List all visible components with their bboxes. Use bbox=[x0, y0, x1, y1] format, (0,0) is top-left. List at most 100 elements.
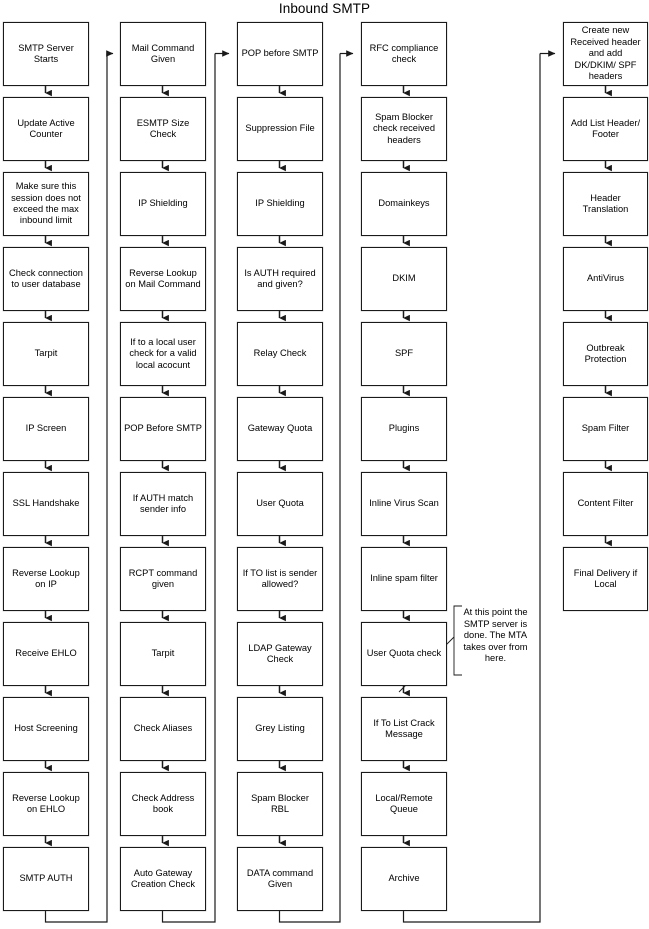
node-label: Check connection to user database bbox=[9, 267, 83, 289]
node-col4-1[interactable]: Spam Blocker check received headers bbox=[361, 97, 447, 161]
node-col4-6[interactable]: Inline Virus Scan bbox=[361, 472, 447, 536]
node-col1-11[interactable]: SMTP AUTH bbox=[3, 847, 89, 911]
node-col1-5[interactable]: IP Screen bbox=[3, 397, 89, 461]
node-label: Check Address book bbox=[131, 792, 195, 814]
node-label: Add List Header/ Footer bbox=[570, 117, 641, 139]
node-col1-2[interactable]: Make sure this session does not exceed t… bbox=[3, 172, 89, 236]
node-col4-10[interactable]: Local/Remote Queue bbox=[361, 772, 447, 836]
node-col1-9[interactable]: Host Screening bbox=[3, 697, 89, 761]
node-label: Domainkeys bbox=[378, 198, 430, 209]
node-label: Inline spam filter bbox=[370, 573, 438, 584]
node-col3-10[interactable]: Spam Blocker RBL bbox=[237, 772, 323, 836]
node-col2-1[interactable]: ESMTP Size Check bbox=[120, 97, 206, 161]
node-label: LDAP Gateway Check bbox=[248, 642, 312, 664]
node-label: Make sure this session does not exceed t… bbox=[11, 181, 81, 226]
node-col3-0[interactable]: POP before SMTP bbox=[237, 22, 323, 86]
node-col2-8[interactable]: Tarpit bbox=[120, 622, 206, 686]
node-col1-6[interactable]: SSL Handshake bbox=[3, 472, 89, 536]
node-label: Final Delivery if Local bbox=[573, 567, 638, 589]
node-col5-4[interactable]: Outbreak Protection bbox=[563, 322, 648, 386]
node-label: Outbreak Protection bbox=[584, 342, 627, 364]
node-label: ESMTP Size Check bbox=[136, 117, 190, 139]
node-col3-9[interactable]: Grey Listing bbox=[237, 697, 323, 761]
node-label: RFC compliance check bbox=[369, 42, 439, 64]
column-wrap-connectors bbox=[44, 50, 556, 923]
node-col2-0[interactable]: Mail Command Given bbox=[120, 22, 206, 86]
node-col2-5[interactable]: POP Before SMTP bbox=[120, 397, 206, 461]
node-label: AntiVirus bbox=[586, 273, 625, 284]
node-label: POP before SMTP bbox=[241, 48, 319, 59]
node-col4-11[interactable]: Archive bbox=[361, 847, 447, 911]
node-label: Gateway Quota bbox=[247, 423, 313, 434]
page-title: Inbound SMTP bbox=[278, 1, 371, 16]
node-connectors bbox=[44, 85, 612, 847]
node-label: RCPT command given bbox=[128, 567, 198, 589]
node-col2-9[interactable]: Check Aliases bbox=[120, 697, 206, 761]
node-label: User Quota check bbox=[366, 648, 442, 659]
node-label: Check Aliases bbox=[133, 723, 193, 734]
node-col1-0[interactable]: SMTP Server Starts bbox=[3, 22, 89, 86]
node-label: Local/Remote Queue bbox=[375, 792, 433, 814]
node-label: SMTP Server Starts bbox=[18, 42, 74, 64]
node-col5-6[interactable]: Content Filter bbox=[563, 472, 648, 536]
node-col5-7[interactable]: Final Delivery if Local bbox=[563, 547, 648, 611]
node-col4-9[interactable]: If To List Crack Message bbox=[361, 697, 447, 761]
node-label: Auto Gateway Creation Check bbox=[130, 867, 196, 889]
node-label: Suppression File bbox=[245, 123, 315, 134]
node-col3-11[interactable]: DATA command Given bbox=[237, 847, 323, 911]
node-col4-8[interactable]: User Quota check bbox=[361, 622, 447, 686]
node-col1-3[interactable]: Check connection to user database bbox=[3, 247, 89, 311]
node-label: Reverse Lookup on EHLO bbox=[12, 792, 80, 814]
node-col5-2[interactable]: Header Translation bbox=[563, 172, 648, 236]
node-col4-3[interactable]: DKIM bbox=[361, 247, 447, 311]
node-label: Reverse Lookup on IP bbox=[12, 567, 80, 589]
node-label: IP Shielding bbox=[255, 198, 305, 209]
node-label: Spam Blocker RBL bbox=[251, 792, 309, 814]
node-label: SSL Handshake bbox=[12, 498, 80, 509]
node-label: Receive EHLO bbox=[15, 648, 77, 659]
node-col5-0[interactable]: Create new Received header and add DK/DK… bbox=[563, 22, 648, 86]
node-col1-4[interactable]: Tarpit bbox=[3, 322, 89, 386]
node-label: If TO list is sender allowed? bbox=[242, 567, 318, 589]
node-label: IP Shielding bbox=[138, 198, 188, 209]
node-col3-3[interactable]: Is AUTH required and given? bbox=[237, 247, 323, 311]
node-col4-5[interactable]: Plugins bbox=[361, 397, 447, 461]
node-col4-0[interactable]: RFC compliance check bbox=[361, 22, 447, 86]
node-col3-2[interactable]: IP Shielding bbox=[237, 172, 323, 236]
node-col3-7[interactable]: If TO list is sender allowed? bbox=[237, 547, 323, 611]
node-label: User Quota bbox=[256, 498, 304, 509]
node-label: Host Screening bbox=[14, 723, 78, 734]
node-label: Spam Filter bbox=[581, 423, 630, 434]
node-col3-1[interactable]: Suppression File bbox=[237, 97, 323, 161]
node-col1-8[interactable]: Receive EHLO bbox=[3, 622, 89, 686]
node-col3-8[interactable]: LDAP Gateway Check bbox=[237, 622, 323, 686]
node-col2-4[interactable]: If to a local user check for a valid loc… bbox=[120, 322, 206, 386]
node-col4-4[interactable]: SPF bbox=[361, 322, 447, 386]
node-col2-10[interactable]: Check Address book bbox=[120, 772, 206, 836]
node-label: IP Screen bbox=[25, 423, 67, 434]
node-label: Archive bbox=[388, 873, 420, 884]
node-col4-7[interactable]: Inline spam filter bbox=[361, 547, 447, 611]
node-label: DKIM bbox=[392, 273, 416, 284]
node-col1-7[interactable]: Reverse Lookup on IP bbox=[3, 547, 89, 611]
annotation-text: At this point the SMTP server is done. T… bbox=[463, 607, 528, 664]
node-label: If to a local user check for a valid loc… bbox=[129, 336, 197, 370]
node-col5-3[interactable]: AntiVirus bbox=[563, 247, 648, 311]
node-col1-10[interactable]: Reverse Lookup on EHLO bbox=[3, 772, 89, 836]
node-label: If To List Crack Message bbox=[373, 717, 435, 739]
node-col2-3[interactable]: Reverse Lookup on Mail Command bbox=[120, 247, 206, 311]
node-col2-2[interactable]: IP Shielding bbox=[120, 172, 206, 236]
node-col5-5[interactable]: Spam Filter bbox=[563, 397, 648, 461]
node-col4-2[interactable]: Domainkeys bbox=[361, 172, 447, 236]
node-col2-7[interactable]: RCPT command given bbox=[120, 547, 206, 611]
node-col3-4[interactable]: Relay Check bbox=[237, 322, 323, 386]
node-col2-6[interactable]: If AUTH match sender info bbox=[120, 472, 206, 536]
node-col3-5[interactable]: Gateway Quota bbox=[237, 397, 323, 461]
node-label: Header Translation bbox=[582, 192, 629, 214]
node-col2-11[interactable]: Auto Gateway Creation Check bbox=[120, 847, 206, 911]
node-col5-1[interactable]: Add List Header/ Footer bbox=[563, 97, 648, 161]
node-col1-1[interactable]: Update Active Counter bbox=[3, 97, 89, 161]
node-col3-6[interactable]: User Quota bbox=[237, 472, 323, 536]
annotation-callout: At this point the SMTP server is done. T… bbox=[455, 606, 533, 676]
